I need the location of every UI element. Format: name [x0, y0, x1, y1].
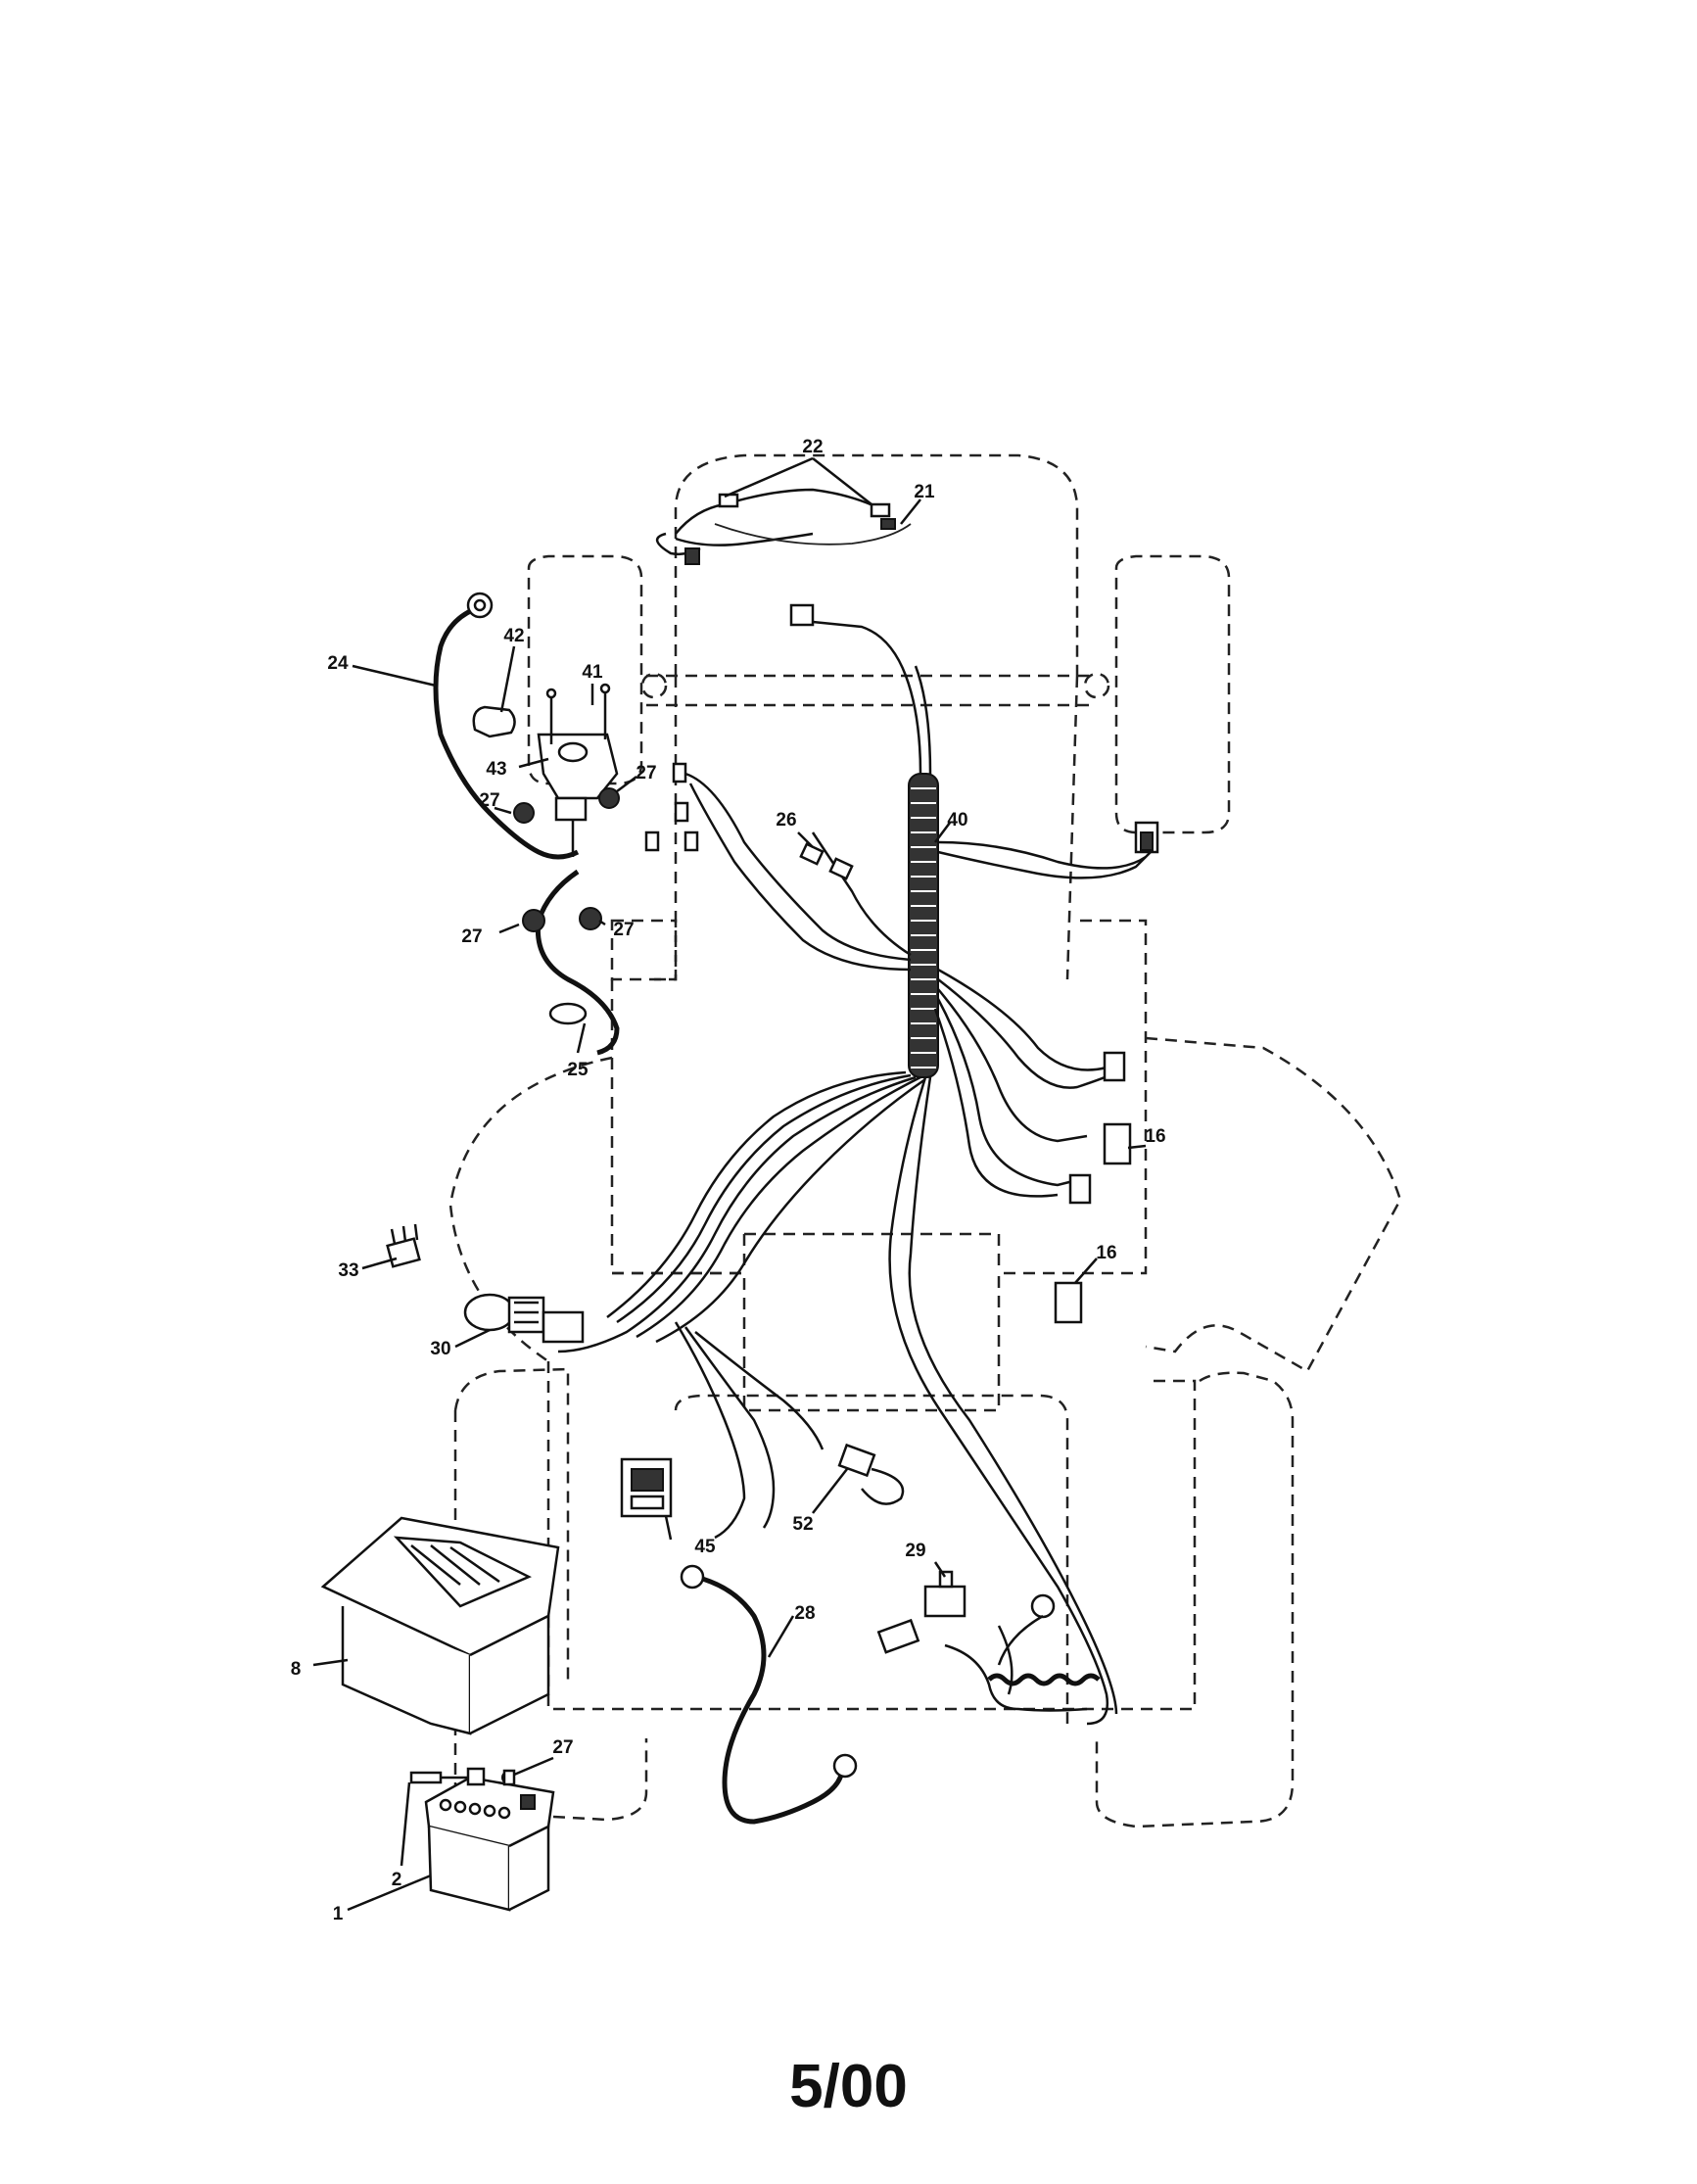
callout-40: 40	[947, 810, 967, 831]
ignition-switch	[463, 1293, 585, 1344]
callout-21: 21	[914, 482, 935, 502]
switch-29	[876, 1570, 966, 1654]
control-module	[620, 1457, 673, 1518]
fuse-holder	[837, 1443, 905, 1505]
callout-43: 43	[486, 759, 506, 780]
callout-2: 2	[392, 1870, 402, 1890]
date-code: 5/00	[789, 2053, 908, 2120]
callout-22: 22	[802, 437, 823, 457]
solenoid-bolts	[545, 683, 611, 744]
interlock-switches	[1054, 1051, 1132, 1324]
leader-lines	[312, 456, 1147, 1912]
callout-52: 52	[792, 1514, 813, 1535]
callout-29: 29	[905, 1541, 925, 1561]
tractor-outline	[448, 453, 1402, 1828]
callout-27b: 27	[479, 790, 499, 811]
connectors-26	[799, 842, 854, 880]
callout-33: 33	[338, 1260, 358, 1281]
harness-conduit	[908, 773, 939, 1078]
callout-27d: 27	[613, 920, 634, 940]
callout-27a: 27	[636, 763, 656, 783]
terminal-boot	[472, 705, 516, 738]
battery	[424, 1776, 555, 1912]
seat-switch	[1134, 821, 1159, 854]
callout-8: 8	[291, 1659, 302, 1680]
callout-42: 42	[503, 626, 524, 646]
battery-tray	[320, 1516, 560, 1735]
callout-25: 25	[567, 1060, 589, 1080]
callout-30: 30	[430, 1339, 450, 1359]
callout-41: 41	[582, 662, 603, 683]
callout-45: 45	[694, 1537, 716, 1557]
callout-16b: 16	[1096, 1243, 1116, 1263]
ground-cable-28	[680, 1564, 1056, 1825]
battery-bolt	[409, 1767, 516, 1786]
starter-solenoid	[537, 733, 619, 857]
callout-16a: 16	[1145, 1126, 1165, 1147]
headlight-bulbs	[684, 493, 896, 565]
battery-cable-24	[433, 592, 580, 860]
callout-26: 26	[776, 810, 796, 831]
callout-24: 24	[327, 653, 349, 674]
battery-cable-25	[535, 869, 620, 1056]
harness-terminals	[644, 762, 699, 852]
callout-1: 1	[333, 1904, 344, 1924]
callout-numbers: 22 21 24 42 41 43 27 27 27 27 25 26 40 1…	[291, 437, 1166, 1924]
wire-harness	[557, 488, 1152, 1726]
callout-27c: 27	[461, 926, 482, 947]
headlight-connector	[789, 603, 815, 627]
callout-28: 28	[794, 1603, 815, 1624]
callout-27e: 27	[552, 1737, 573, 1758]
